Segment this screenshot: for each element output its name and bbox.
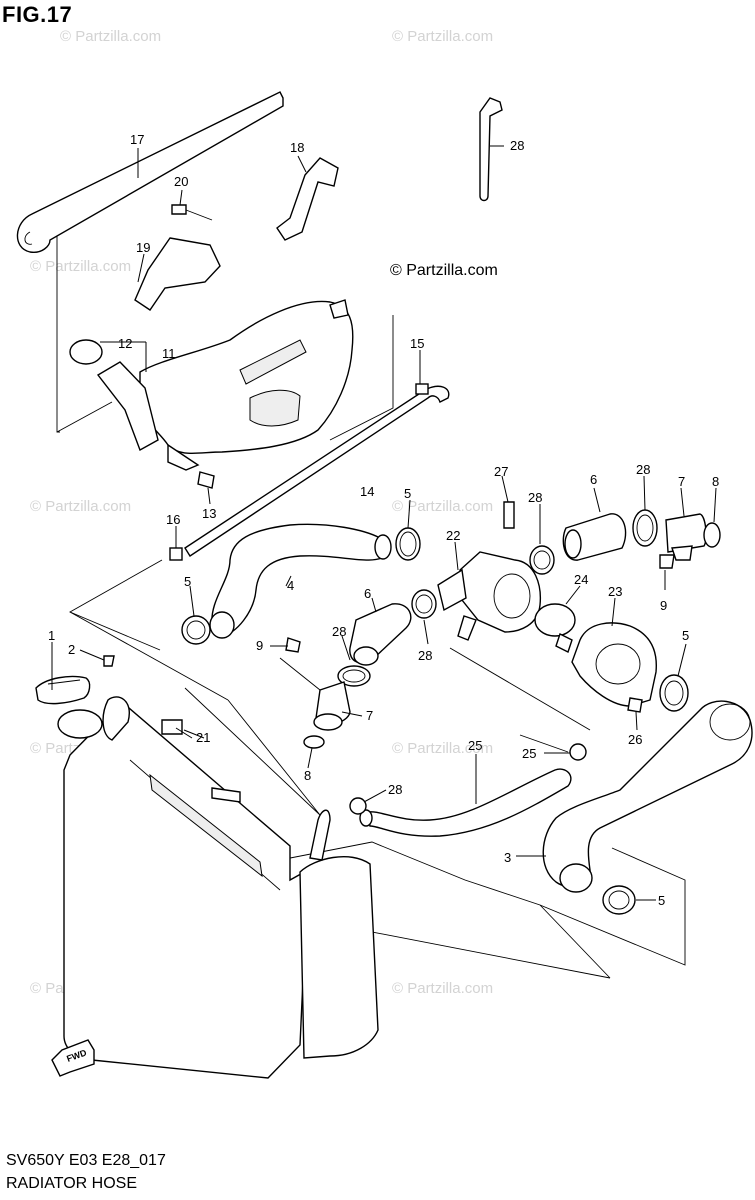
callout-28: 28	[510, 138, 524, 153]
callout-11: 12	[118, 336, 132, 351]
hose-24	[359, 768, 572, 837]
callout-13: 14	[360, 484, 374, 499]
watermark: © Partzilla.com	[30, 498, 132, 515]
callout-6: 6	[364, 586, 371, 601]
callout-7: 7	[366, 708, 373, 723]
figure-title: FIG.17	[2, 2, 73, 27]
temperature-switch	[161, 719, 183, 735]
callout-5: 5	[682, 628, 689, 643]
reservoir-tank	[69, 299, 354, 471]
watermark: © Partzilla.com	[392, 498, 494, 515]
forward-arrow	[51, 1039, 95, 1077]
callout-22: 24	[574, 572, 588, 587]
callout-25: 25	[522, 746, 536, 761]
callout-23: 26	[628, 732, 642, 747]
hose-6-middle	[349, 603, 412, 666]
radiator-cap	[35, 655, 115, 705]
callout-19: 21	[196, 730, 210, 745]
leader-lines	[51, 145, 717, 901]
outlet-hose	[542, 700, 753, 893]
thermostat	[534, 603, 576, 653]
bracket-17	[134, 204, 221, 311]
callout-4: 4	[287, 578, 294, 593]
callout-8: 8	[304, 768, 311, 783]
callout-1: 1	[48, 628, 55, 643]
callout-8: 8	[712, 474, 719, 489]
callout-25: 28	[388, 782, 402, 797]
temp-sensor	[503, 501, 515, 529]
callout-28: 28	[332, 624, 346, 639]
callout-9: 9	[256, 638, 263, 653]
callout-17: 19	[136, 240, 150, 255]
bracket-16	[276, 157, 339, 241]
hose-6	[562, 513, 627, 561]
callout-12: 13	[202, 506, 216, 521]
callout-9: 9	[660, 598, 667, 613]
union-7-middle	[303, 681, 351, 749]
inlet-hose	[209, 523, 392, 639]
diagram-name: RADIATOR HOSE	[6, 1175, 137, 1192]
callout-6: 6	[590, 472, 597, 487]
pin-28	[479, 97, 503, 202]
callout-15: 17	[130, 132, 144, 147]
watermark: © Partzilla.com	[392, 28, 494, 45]
callout-24: 25	[468, 738, 482, 753]
callout-28: 28	[418, 648, 432, 663]
brand-label: © Partzilla.com	[390, 262, 498, 279]
callout-2: 2	[68, 642, 75, 657]
watermark: © Partzilla.com	[60, 28, 162, 45]
callout-14: 16	[166, 512, 180, 527]
callout-3: 3	[504, 850, 511, 865]
callout-5: 5	[658, 893, 665, 908]
callout-7: 7	[678, 474, 685, 489]
radiator	[57, 696, 379, 1079]
thermostat-cap	[571, 622, 657, 707]
callout-5: 5	[404, 486, 411, 501]
callout-20: 22	[446, 528, 460, 543]
callout-14: 15	[410, 336, 424, 351]
callout-27: 27	[494, 464, 508, 479]
union-7	[665, 513, 721, 561]
callout-16: 18	[290, 140, 304, 155]
bolt-23	[627, 697, 643, 713]
clamp-14	[169, 383, 429, 561]
clamp-25	[349, 743, 587, 815]
callout-28: 28	[636, 462, 650, 477]
thermostat-case	[437, 551, 542, 641]
bolt-9	[285, 554, 675, 653]
callout-5: 5	[184, 574, 191, 589]
callout-18: 20	[174, 174, 188, 189]
watermark: © Partzilla.com	[30, 258, 132, 275]
overflow-hose	[16, 91, 284, 254]
hose-13	[184, 385, 450, 557]
watermark: © Partzilla.com	[392, 740, 494, 757]
clamp-28	[337, 509, 658, 687]
watermark: © Partzilla.com	[392, 980, 494, 997]
callout-28: 28	[528, 490, 542, 505]
callout-10: 11	[162, 346, 176, 361]
diagram-code: SV650Y E03 E28_017	[6, 1152, 166, 1169]
callout-21: 23	[608, 584, 622, 599]
bolt-12	[197, 471, 215, 489]
hose-clamp	[181, 527, 689, 915]
